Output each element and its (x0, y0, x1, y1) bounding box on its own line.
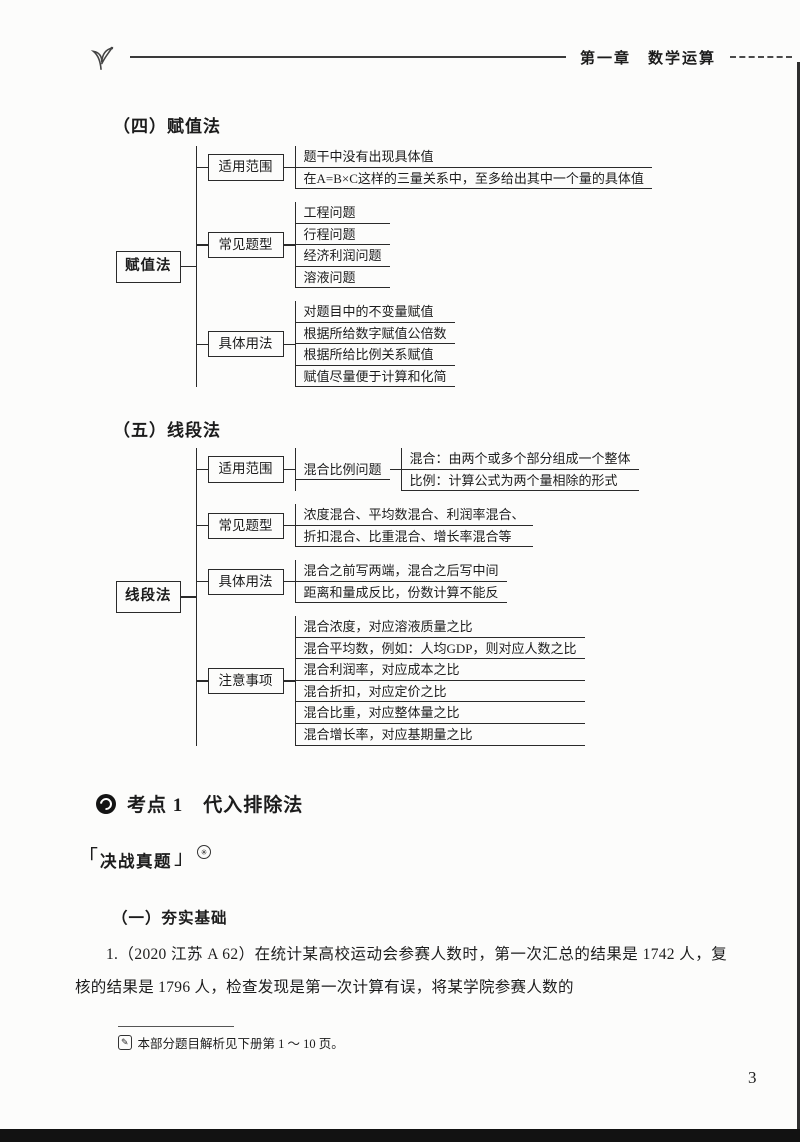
leaf-item: 距离和量成反比，份数计算不能反 (295, 582, 507, 604)
connector-line (180, 596, 196, 598)
leaf-item: 工程问题 (295, 202, 390, 224)
leaf-item: 混合利润率，对应成本之比 (295, 659, 585, 681)
leaf-group: 题干中没有出现具体值 在A=B×C这样的三量关系中，至多给出其中一个量的具体值 (294, 146, 652, 190)
problem-text: 1.（2020 江苏 A 62）在统计某高校运动会参赛人数时，第一次汇总的结果是… (75, 946, 727, 997)
leaf-item: 行程问题 (295, 224, 390, 246)
zhenti-label: 决战真题 (100, 852, 172, 871)
bottom-bar (0, 1129, 800, 1142)
branch-label: 注意事项 (207, 667, 284, 695)
leaf-item: 经济利润问题 (295, 245, 390, 267)
connector-line (283, 580, 295, 583)
leaf-item: 对题目中的不变量赋值 (295, 301, 455, 323)
leaf-item: 混合浓度，对应溶液质量之比 (295, 616, 585, 638)
section5-title: （五）线段法 (113, 421, 221, 440)
kaodian-title: 考点 1 代入排除法 (127, 795, 304, 816)
leaf-group: 工程问题 行程问题 经济利润问题 溶液问题 (294, 202, 390, 289)
footnote-text: 本部分题目解析见下册第 1 ～ 10 页。 (137, 1037, 344, 1051)
leaf-group: 混合浓度，对应溶液质量之比 混合平均数，例如：人均GDP，则对应人数之比 混合利… (294, 616, 585, 746)
connector-line (283, 468, 295, 471)
leaf-item: 比例：计算公式为两个量相除的形式 (401, 470, 639, 492)
leaf-item: 混合比例问题 (295, 459, 390, 481)
leaf-item: 混合之前写两端，混合之后写中间 (295, 560, 507, 582)
tree2-branch-types: 常见题型 浓度混合、平均数混合、利润率混合、 折扣混合、比重混合、增长率混合等 (196, 504, 639, 548)
leaf-group: 混合比例问题 混合：由两个或多个部分组成一个整体 比例：计算公式为两个量相除的形… (294, 448, 639, 492)
open-bracket: 「 (78, 847, 98, 869)
connector-line (196, 468, 208, 471)
connector-line (283, 244, 295, 246)
leaf-group: 对题目中的不变量赋值 根据所给数字赋值公倍数 根据所给比例关系赋值 赋值尽量便于… (294, 301, 455, 388)
close-bracket: 」 (174, 847, 194, 869)
plant-icon (90, 46, 114, 70)
leaf-item: 混合：由两个或多个部分组成一个整体 (401, 448, 639, 470)
branch-label: 常见题型 (207, 232, 284, 259)
tree2-branches: 适用范围 混合比例问题 混合：由两个或多个部分组成一个整体 比例：计算公式为两个… (195, 448, 639, 746)
section4-title: （四）赋值法 (113, 117, 221, 136)
connector-line (283, 680, 295, 682)
tree1-branch-types: 常见题型 工程问题 行程问题 经济利润问题 溶液问题 (196, 202, 652, 289)
subsection-title: （一）夯实基础 (112, 910, 228, 927)
kaodian-heading: 考点 1 代入排除法 (96, 790, 303, 817)
header-rule-dashed (730, 56, 792, 58)
leaf-item: 混合比重，对应整体量之比 (295, 702, 585, 725)
connector-line (196, 343, 208, 346)
leaf-item: 根据所给数字赋值公倍数 (295, 323, 455, 345)
leaf-item: 混合折扣，对应定价之比 (295, 681, 585, 703)
connector-line (196, 244, 208, 246)
kaodian-icon (96, 793, 116, 814)
note-icon: ✎ (118, 1035, 132, 1050)
branch-label: 具体用法 (207, 331, 284, 358)
footnote: ✎ 本部分题目解析见下册第 1 ～ 10 页。 (118, 1033, 344, 1052)
leaf-row: 混合比例问题 混合：由两个或多个部分组成一个整体 比例：计算公式为两个量相除的形… (295, 448, 639, 492)
tree1-branches: 适用范围 题干中没有出现具体值 在A=B×C这样的三量关系中，至多给出其中一个量… (195, 146, 652, 388)
chapter-title: 第一章 数学运算 (579, 50, 716, 67)
connector-line (389, 468, 401, 471)
connector-line (283, 343, 295, 346)
branch-label: 常见题型 (207, 512, 284, 539)
tree2-branch-usage: 具体用法 混合之前写两端，混合之后写中间 距离和量成反比，份数计算不能反 (196, 560, 639, 604)
page-header: 第一章 数学运算 (86, 42, 792, 72)
connector-line (196, 166, 208, 169)
footnote-separator (118, 1026, 234, 1027)
zhenti-banner: 「 决战真题 」 ✳ (78, 845, 211, 872)
leaf-item: 在A=B×C这样的三量关系中，至多给出其中一个量的具体值 (295, 168, 652, 190)
leaf-item: 混合平均数，例如：人均GDP，则对应人数之比 (295, 638, 585, 660)
subleaf-group: 混合：由两个或多个部分组成一个整体 比例：计算公式为两个量相除的形式 (400, 448, 639, 492)
header-rule (130, 56, 566, 58)
connector-line (196, 580, 208, 583)
tree1-branch-scope: 适用范围 题干中没有出现具体值 在A=B×C这样的三量关系中，至多给出其中一个量… (196, 146, 652, 190)
xianduanfa-mindmap: 线段法 适用范围 混合比例问题 混合：由两个或多个部分组成一个整体 比例：计算公… (116, 448, 639, 746)
connector-line (196, 680, 208, 682)
connector-line (180, 265, 196, 268)
leaf-item: 赋值尽量便于计算和化简 (295, 366, 455, 388)
leaf-item: 混合增长率，对应基期量之比 (295, 724, 585, 746)
leaf-item: 题干中没有出现具体值 (295, 146, 652, 168)
connector-line (196, 524, 208, 527)
tree1-branch-usage: 具体用法 对题目中的不变量赋值 根据所给数字赋值公倍数 根据所给比例关系赋值 赋… (196, 301, 652, 388)
leaf-group: 混合之前写两端，混合之后写中间 距离和量成反比，份数计算不能反 (294, 560, 507, 604)
connector-line (283, 524, 295, 527)
fuzhifa-mindmap: 赋值法 适用范围 题干中没有出现具体值 在A=B×C这样的三量关系中，至多给出其… (116, 146, 652, 388)
branch-label: 具体用法 (207, 568, 284, 595)
page-number: 3 (748, 1068, 757, 1087)
leaf-item: 浓度混合、平均数混合、利润率混合、 (295, 504, 533, 526)
leaf-item: 溶液问题 (295, 267, 390, 289)
asterisk-badge-icon: ✳ (197, 845, 211, 859)
tree2-root: 线段法 (116, 581, 181, 613)
connector-line (283, 166, 295, 169)
tree1-root: 赋值法 (116, 250, 181, 283)
leaf-item: 折扣混合、比重混合、增长率混合等 (295, 526, 533, 548)
leaf-item: 根据所给比例关系赋值 (295, 344, 455, 366)
leaf-group: 浓度混合、平均数混合、利润率混合、 折扣混合、比重混合、增长率混合等 (294, 504, 533, 548)
tree2-branch-scope: 适用范围 混合比例问题 混合：由两个或多个部分组成一个整体 比例：计算公式为两个… (196, 448, 639, 492)
tree2-branch-notes: 注意事项 混合浓度，对应溶液质量之比 混合平均数，例如：人均GDP，则对应人数之… (196, 616, 639, 746)
branch-label: 适用范围 (207, 154, 284, 181)
page-edge-line (797, 62, 800, 1129)
branch-label: 适用范围 (207, 456, 284, 483)
